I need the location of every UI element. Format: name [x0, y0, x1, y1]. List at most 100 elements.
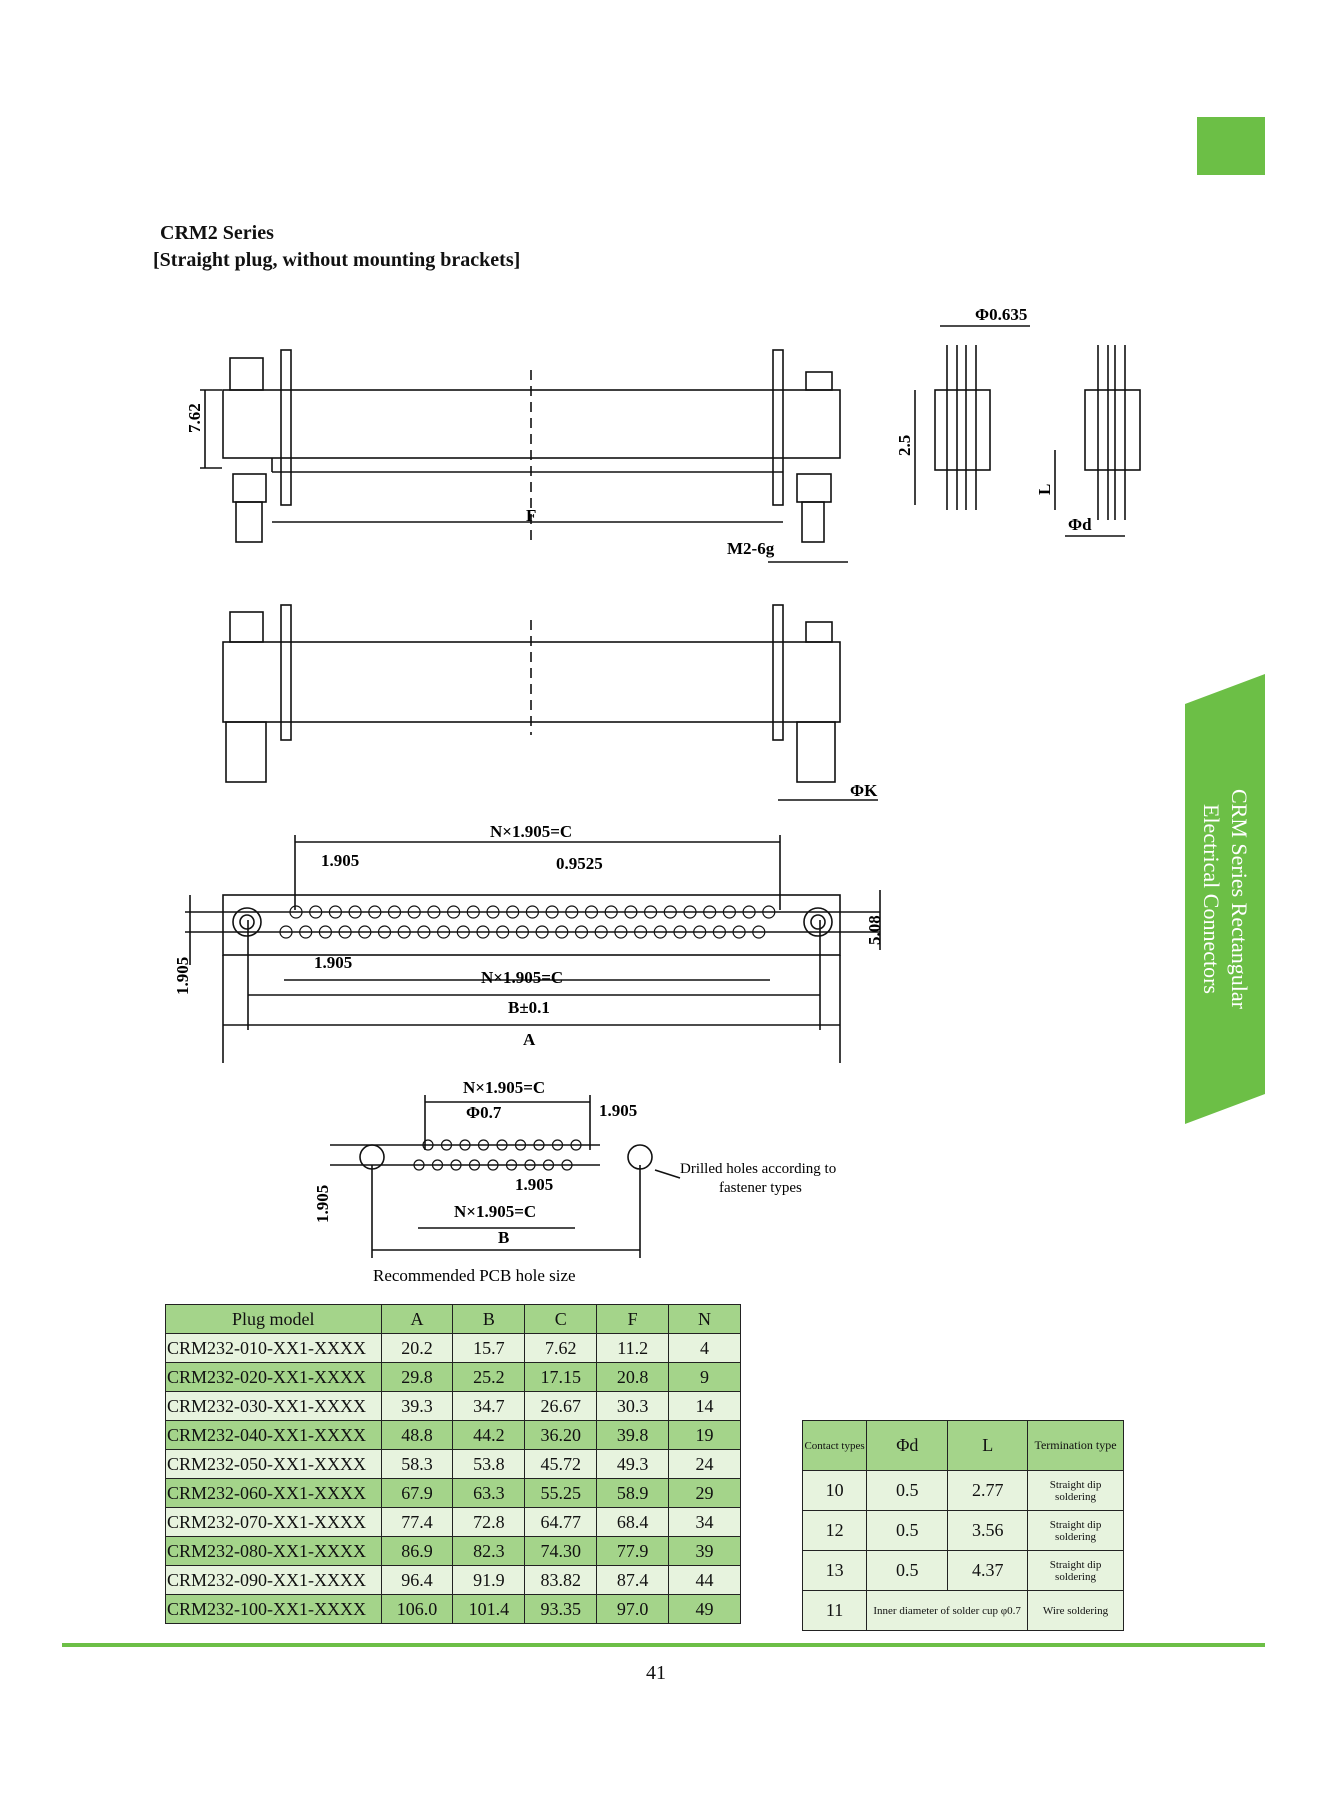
plug-dimension-cell: 72.8: [452, 1507, 526, 1537]
dim-M2: M2-6g: [727, 539, 775, 558]
contact-pin: [712, 925, 727, 939]
pcb-dim-nc-top: N×1.905=C: [463, 1078, 545, 1097]
plug-dimension-cell: 17.15: [524, 1362, 598, 1392]
contact-table-row: 11 Inner diameter of solder cup φ0.7 Wir…: [801, 1590, 1124, 1631]
contact-pin: [397, 925, 411, 939]
pcb-hole: [477, 1139, 490, 1151]
plug-table-header: F: [596, 1304, 670, 1334]
dim-1905-bottom: 1.905: [314, 953, 352, 972]
pin-row-bottom: [279, 925, 766, 939]
plug-dimension-cell: 44.2: [452, 1420, 526, 1450]
dim-phid: Φd: [1068, 515, 1092, 534]
pcb-hole: [551, 1139, 564, 1151]
plug-dimension-cell: 14: [668, 1391, 741, 1421]
contact-solder-cup-note: Inner diameter of solder cup φ0.7: [866, 1590, 1029, 1631]
plug-dimension-cell: 67.9: [380, 1478, 454, 1508]
dim-nc-top: N×1.905=C: [490, 822, 572, 841]
pcb-dim-phi07: Φ0.7: [466, 1103, 502, 1122]
plug-table-header: Plug model: [165, 1304, 382, 1334]
contact-pin: [614, 925, 628, 939]
plug-model-cell: CRM232-070-XX1-XXXX: [165, 1507, 382, 1537]
contact-pin: [476, 925, 490, 939]
dim-09525: 0.9525: [556, 854, 603, 873]
plug-dimension-cell: 58.3: [380, 1449, 454, 1479]
pcb-dim-1905-left: 1.905: [313, 1185, 332, 1223]
contact-pin: [633, 925, 648, 939]
contact-table-header: Termination type: [1027, 1420, 1124, 1471]
plug-table-header: C: [524, 1304, 598, 1334]
plug-table-header: N: [668, 1304, 741, 1334]
plug-model-cell: CRM232-050-XX1-XXXX: [165, 1449, 382, 1479]
plug-dimension-cell: 106.0: [380, 1594, 454, 1624]
dim-phi-0635: Φ0.635: [975, 305, 1027, 324]
plug-dimension-cell: 49.3: [596, 1449, 670, 1479]
pcb-hole-row-top: [422, 1139, 582, 1151]
plug-dimension-cell: 64.77: [524, 1507, 598, 1537]
plug-model-cell: CRM232-080-XX1-XXXX: [165, 1536, 382, 1566]
plug-model-cell: CRM232-010-XX1-XXXX: [165, 1333, 382, 1363]
pcb-hole: [524, 1159, 536, 1171]
plug-dimension-cell: 82.3: [452, 1536, 526, 1566]
plug-model-cell: CRM232-090-XX1-XXXX: [165, 1565, 382, 1595]
contact-pin: [604, 905, 618, 919]
contact-termination: Straight dip soldering: [1027, 1510, 1124, 1551]
plug-dimension-cell: 34.7: [452, 1391, 526, 1421]
plug-dimension-cell: 39.3: [380, 1391, 454, 1421]
plug-dimension-cell: 7.62: [524, 1333, 598, 1363]
contact-pin: [574, 925, 589, 939]
contact-length: 2.77: [947, 1470, 1029, 1511]
contact-pin: [683, 905, 697, 919]
contact-pin: [762, 905, 776, 919]
contact-diameter: 0.5: [866, 1510, 949, 1551]
pcb-caption: Recommended PCB hole size: [373, 1266, 576, 1285]
contact-pin: [722, 905, 737, 919]
contact-length: 4.37: [947, 1550, 1029, 1591]
contact-pin: [742, 905, 756, 919]
plug-dimension-cell: 97.0: [596, 1594, 670, 1624]
dim-L: L: [1035, 484, 1054, 495]
contact-pin: [377, 925, 392, 939]
dim-1905-top: 1.905: [321, 851, 359, 870]
connector-end-view-right: [1084, 389, 1141, 471]
corner-accent-block: [1197, 117, 1265, 175]
pcb-note-line2: fastener types: [719, 1180, 802, 1196]
pcb-hole: [542, 1159, 555, 1171]
plug-dimension-cell: 26.67: [524, 1391, 598, 1421]
plug-dimension-cell: 24: [668, 1449, 741, 1479]
plug-dimension-cell: 96.4: [380, 1565, 454, 1595]
pcb-hole: [450, 1159, 462, 1171]
plug-dimension-cell: 20.2: [380, 1333, 454, 1363]
pcb-hole: [505, 1159, 518, 1171]
contact-diameter: 0.5: [866, 1470, 949, 1511]
contact-pin: [673, 925, 687, 939]
pcb-dim-nc-bottom: N×1.905=C: [454, 1202, 536, 1221]
pcb-hole: [514, 1139, 527, 1151]
contact-pin: [358, 925, 372, 939]
contact-pin: [555, 925, 569, 939]
contact-table-header: Contact types: [801, 1420, 868, 1471]
plug-dimension-cell: 20.8: [596, 1362, 670, 1392]
footer-rule: [62, 1643, 1265, 1647]
contact-pin: [328, 905, 342, 919]
plug-model-table: Plug model A B C F N CRM232-010-XX1-XXXX…: [165, 1304, 741, 1624]
dim-nc-bottom: N×1.905=C: [481, 968, 563, 987]
side-tab-line2: Electrical Connectors: [1199, 804, 1224, 994]
dim-A: A: [523, 1030, 536, 1049]
contact-termination: Straight dip soldering: [1027, 1470, 1124, 1511]
plug-model-cell: CRM232-100-XX1-XXXX: [165, 1594, 382, 1624]
contact-pin: [545, 905, 559, 919]
contact-pin: [515, 925, 530, 939]
plug-dimension-cell: 36.20: [524, 1420, 598, 1450]
plug-dimension-cell: 68.4: [596, 1507, 670, 1537]
plug-dimension-cell: 11.2: [596, 1333, 670, 1363]
connector-body-top-view: [222, 389, 841, 459]
pcb-hole: [422, 1139, 434, 1151]
dim-1905-left: 1.905: [173, 957, 192, 995]
pcb-hole: [570, 1139, 582, 1151]
